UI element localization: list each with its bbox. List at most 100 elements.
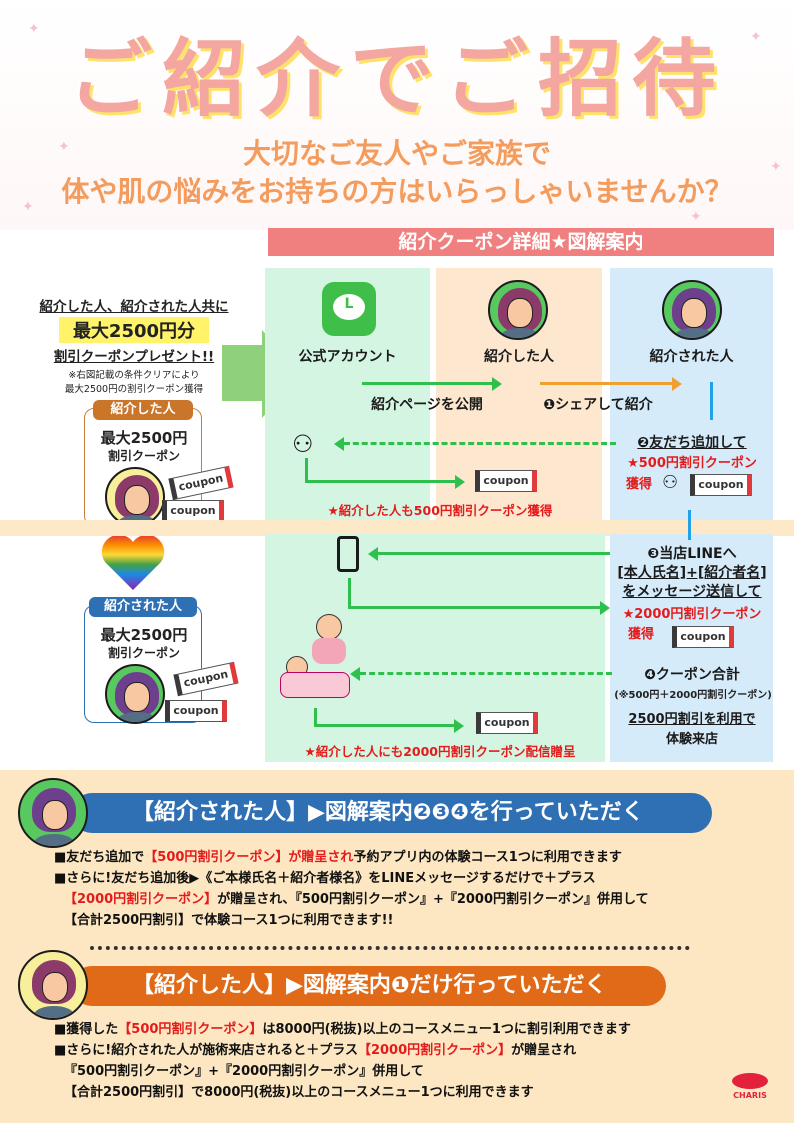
avatar-referrer-bottom [18,950,88,1020]
card-referrer-desc: 割引クーポン [107,449,180,463]
arrow-head [454,719,464,733]
referred-line-2: ■さらに!友だち追加後▶《ご本様氏名＋紹介者様名》をLINEメッセージするだけで… [54,871,596,886]
label-step2-coupon: ★500円割引クーポン [627,456,757,471]
arrow-head [600,601,610,615]
brand-logo-text: CHARIS [733,1091,767,1100]
arrow-down-green [314,708,317,726]
rainbow-heart-icon [100,532,166,592]
arrow-add-friend [344,442,616,445]
label-step4-use-1: 2500円割引を利用で [628,712,756,727]
arrow-head [455,475,465,489]
sparkle-icon: ✦ [22,199,34,215]
arrow-message [378,552,610,555]
arrow-coupon-2000 [348,606,600,609]
label-official-account: 公式アカウント [298,349,397,365]
arrow-down-green [305,458,308,482]
sparkle-icon: ✦ [690,209,702,225]
referrer-line-2: ■さらに!紹介された人が施術来店されると＋プラス【2000円割引クーポン】が贈呈… [54,1043,577,1058]
arrow-visit [360,672,612,675]
left-headline: 紹介した人、紹介された人共に 最大2500円分 割引クーポンプレゼント!! ※右… [0,295,268,395]
person-add-icon: ⚇ [662,472,679,493]
label-step2: ❷友だち追加して [637,435,747,451]
label-step1: ❶シェアして紹介 [543,397,653,413]
coupon-icon: coupon [672,626,734,648]
card-referred-amount: 最大2500円 [100,626,188,644]
sparkle-icon: ✦ [110,99,122,115]
label-step3-coupon: ★2000円割引クーポン [622,607,762,622]
pill-referred: 【紹介された人】▶図解案内❷❸❹を行っていただく [72,793,712,833]
referrer-line-3: 『500円割引クーポン』+『2000円割引クーポン』併用して [64,1064,424,1079]
row-divider [0,520,794,536]
arrow-down-green [348,578,351,608]
card-referred-desc: 割引クーポン [107,646,180,660]
card-referred-tag: 紹介された人 [89,597,197,617]
big-arrow-body [222,345,262,401]
arrow-coupon-500 [305,480,455,483]
referrer-line-4: 【合計2500円割引】で8000円(税抜)以上のコースメニュー1つに利用できます [64,1085,534,1100]
arrow-publish [362,382,492,385]
coupon-icon: coupon [690,474,752,496]
line-app-icon: L [322,282,376,336]
sparkle-icon: ✦ [770,159,782,175]
label-step3-a: ❸当店LINEへ [647,546,737,562]
header-background [0,0,794,230]
coupon-icon: coupon [476,712,538,734]
section-band-title: 紹介クーポン詳細★図解案内 [268,228,774,256]
arrow-down [688,510,691,540]
arrow-down [710,382,713,420]
arrow-head [368,547,378,561]
coupon-icon: coupon [162,500,224,522]
headline-note-1: ※右図記載の条件クリアにより [68,370,200,381]
referred-line-3: 【2000円割引クーポン】が贈呈され、『500円割引クーポン』+『2000円割引… [64,892,649,907]
card-referrer-tag: 紹介した人 [93,400,193,420]
coupon-icon: coupon [475,470,537,492]
avatar-referred [105,664,165,724]
sparkle-icon: ✦ [750,29,762,45]
label-step4-use-2: 体験来店 [665,732,718,747]
label-publish-page: 紹介ページを公開 [371,397,483,413]
subtitle-line-2: 体や肌の悩みをお持ちの方はいらっしゃいませんか？ [61,175,733,208]
referred-line-1: ■友だち追加で【500円割引クーポン】が贈呈され予約アプリ内の体験コース1つに利… [54,850,622,865]
arrow-head [334,437,344,451]
pill-referrer: 【紹介した人】▶図解案内❶だけ行っていただく [72,966,666,1006]
label-referrer-2000: ★紹介した人にも2000円割引クーポン配信贈呈 [304,744,576,759]
headline-line-1: 紹介した人、紹介された人共に [39,299,229,315]
arrow-head [492,377,502,391]
label-step2-get: 獲得 [626,477,653,492]
dotted-divider [90,946,690,950]
phone-icon [337,536,359,572]
card-referrer-amount: 最大2500円 [100,429,188,447]
add-friend-icon: ⚇ [292,430,314,458]
referred-line-4: 【合計2500円割引】で体験コース1つに利用できます!! [64,913,394,928]
label-step3-get: 獲得 [628,627,655,642]
headline-line-3: 割引クーポンプレゼント!! [53,349,215,365]
salon-treatment-icon [280,612,350,702]
card-referred: 紹介された人 最大2500円 割引クーポン [84,597,202,724]
subtitle-line-1: 大切なご友人やご家族で [242,137,551,170]
arrow-share [540,382,672,385]
label-step4: ❹クーポン合計 [644,667,740,683]
arrow-coupon-referrer [314,724,454,727]
column-referred-2 [610,534,773,762]
avatar-referrer [105,467,165,527]
avatar-referred-column [662,280,722,340]
page-title: ご紹介でご招待 [67,30,726,128]
arrow-head [672,377,682,391]
avatar-referred-bottom [18,778,88,848]
sparkle-icon: ✦ [28,21,40,37]
label-step3-b: [本人氏名]+[紹介者名] [617,565,767,581]
label-step4-note: (※500円＋2000円割引クーポン) [614,690,772,701]
card-referrer: 紹介した人 最大2500円 割引クーポン [84,400,202,527]
label-step3-c: をメッセージ送信して [622,584,762,600]
avatar-referrer-column [488,280,548,340]
label-referrer-500: ★紹介した人も500円割引クーポン獲得 [327,503,553,518]
referrer-line-1: ■獲得した【500円割引クーポン】は8000円(税抜)以上のコースメニュー1つに… [54,1022,631,1037]
arrow-head [350,667,360,681]
headline-note-2: 最大2500円の割引クーポン獲得 [64,384,204,395]
label-referrer: 紹介した人 [484,349,554,365]
sparkle-icon: ✦ [58,139,70,155]
coupon-icon: coupon [165,700,227,722]
headline-amount: 最大2500円分 [59,317,209,343]
label-referred: 紹介された人 [649,349,734,365]
brand-logo: CHARIS [722,1073,778,1105]
